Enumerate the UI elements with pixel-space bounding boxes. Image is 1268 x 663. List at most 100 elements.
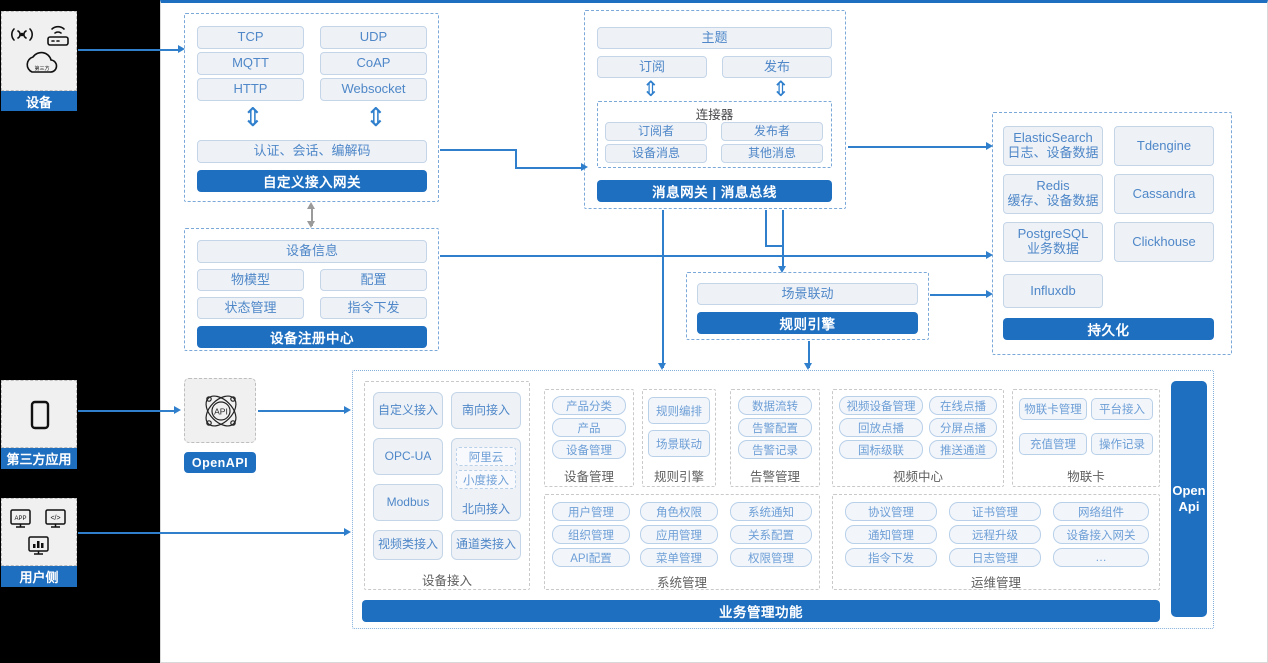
connector-device-message[interactable]: 设备消息	[605, 144, 707, 163]
access-modbus[interactable]: Modbus	[373, 484, 443, 521]
dm-device-mgmt[interactable]: 设备管理	[552, 440, 626, 459]
access-custom[interactable]: 自定义接入	[373, 392, 443, 429]
rule-engine-title-bar[interactable]: 规则引擎	[697, 312, 918, 334]
om-network-component-label: 网络组件	[1078, 506, 1124, 519]
protocol-udp[interactable]: UDP	[320, 26, 427, 49]
re-rule-orchestration[interactable]: 规则编排	[648, 397, 710, 424]
al-alarm-record[interactable]: 告警记录	[738, 440, 812, 459]
vc-playback[interactable]: 回放点播	[839, 418, 923, 437]
topic-box[interactable]: 主题	[597, 27, 832, 49]
device-registry-title-bar[interactable]: 设备注册中心	[197, 326, 427, 348]
connector-other-message[interactable]: 其他消息	[721, 144, 823, 163]
al-data-flow[interactable]: 数据流转	[738, 396, 812, 415]
vc-video-device-mgmt[interactable]: 视频设备管理	[839, 396, 923, 415]
om-more[interactable]: …	[1053, 548, 1149, 567]
om-remote-upgrade[interactable]: 远程升级	[949, 525, 1041, 544]
publish-box[interactable]: 发布	[722, 56, 832, 78]
subscribe-box[interactable]: 订阅	[597, 56, 707, 78]
connector-other-message-label: 其他消息	[747, 145, 796, 160]
command-dispatch-box[interactable]: 指令下发	[320, 297, 427, 319]
ic-card-mgmt[interactable]: 物联卡管理	[1019, 398, 1087, 420]
om-notice-mgmt[interactable]: 通知管理	[845, 525, 937, 544]
sm-role-permission-label: 角色权限	[656, 506, 702, 519]
al-alarm-config[interactable]: 告警配置	[738, 418, 812, 437]
dm-product-category[interactable]: 产品分类	[552, 396, 626, 415]
re-scene-linkage[interactable]: 场景联动	[648, 430, 710, 457]
state-mgmt-box[interactable]: 状态管理	[197, 297, 304, 319]
sm-system-notice[interactable]: 系统通知	[730, 502, 812, 521]
device-info-label: 设备信息	[285, 243, 338, 259]
connector-subscriber[interactable]: 订阅者	[605, 122, 707, 141]
access-channel-label: 通道类接入	[455, 537, 516, 552]
ic-recharge-mgmt[interactable]: 充值管理	[1019, 433, 1087, 455]
store-clickhouse[interactable]: Clickhouse	[1114, 222, 1214, 262]
om-network-component[interactable]: 网络组件	[1053, 502, 1149, 521]
al-alarm-record-label: 告警记录	[752, 444, 798, 457]
connector-title-label: 连接器	[695, 108, 734, 122]
openapi-label-bar[interactable]: OpenAPI	[184, 452, 256, 473]
connector-publisher[interactable]: 发布者	[721, 122, 823, 141]
device-info-box[interactable]: 设备信息	[197, 240, 427, 263]
group-system-mgmt-caption-label: 系统管理	[656, 576, 707, 590]
connector-gw-bus-v	[515, 149, 517, 168]
access-aliyun[interactable]: 阿里云	[456, 447, 516, 466]
sm-relation-config[interactable]: 关系配置	[730, 525, 812, 544]
om-command-dispatch[interactable]: 指令下发	[845, 548, 937, 567]
connector-rule-to-persist-arrow	[986, 290, 993, 298]
sm-org-mgmt[interactable]: 组织管理	[552, 525, 630, 544]
sm-role-permission[interactable]: 角色权限	[640, 502, 718, 521]
access-channel[interactable]: 通道类接入	[451, 530, 521, 560]
om-log-mgmt[interactable]: 日志管理	[949, 548, 1041, 567]
store-tdengine[interactable]: Tdengine	[1114, 126, 1214, 166]
connector-rule-to-business-arrow	[804, 363, 812, 370]
sm-api-config[interactable]: API配置	[552, 548, 630, 567]
openapi-vertical-bar[interactable]: Open Api	[1171, 381, 1207, 617]
sm-user-mgmt[interactable]: 用户管理	[552, 502, 630, 521]
access-xiaodu[interactable]: 小度接入	[456, 470, 516, 489]
store-cassandra[interactable]: Cassandra	[1114, 174, 1214, 214]
access-opcua[interactable]: OPC-UA	[373, 438, 443, 475]
scene-linkage-box[interactable]: 场景联动	[697, 283, 918, 305]
connector-gw-bus-h1	[440, 149, 516, 151]
device-access-caption: 设备接入	[364, 570, 530, 589]
dm-product[interactable]: 产品	[552, 418, 626, 437]
group-alarm-mgmt	[730, 389, 820, 487]
ic-platform-access[interactable]: 平台接入	[1091, 398, 1153, 420]
vc-push-channel[interactable]: 推送通道	[929, 440, 997, 459]
svg-text:</>: </>	[50, 515, 60, 522]
group-video-center-caption-label: 视频中心	[892, 470, 943, 484]
access-southbound-label: 南向接入	[461, 402, 510, 417]
connector-gw-registry-up	[307, 202, 315, 209]
thing-model-label: 物模型	[230, 271, 270, 287]
message-bus-title-bar[interactable]: 消息网关 | 消息总线	[597, 180, 832, 202]
ic-operation-record[interactable]: 操作记录	[1091, 433, 1153, 455]
protocol-coap[interactable]: CoAP	[320, 52, 427, 75]
gateway-group	[184, 13, 439, 202]
bus-left-double-arrow-icon: ⇕	[642, 77, 660, 101]
access-southbound[interactable]: 南向接入	[451, 392, 521, 429]
vc-split-screen[interactable]: 分屏点播	[929, 418, 997, 437]
config-box[interactable]: 配置	[320, 269, 427, 291]
protocol-mqtt[interactable]: MQTT	[197, 52, 304, 75]
om-cert-mgmt[interactable]: 证书管理	[949, 502, 1041, 521]
sm-permission-mgmt[interactable]: 权限管理	[730, 548, 812, 567]
store-influxdb[interactable]: Influxdb	[1003, 274, 1103, 308]
protocol-websocket[interactable]: Websocket	[320, 78, 427, 101]
access-video[interactable]: 视频类接入	[373, 530, 443, 560]
om-protocol-mgmt[interactable]: 协议管理	[845, 502, 937, 521]
vc-online-play[interactable]: 在线点播	[929, 396, 997, 415]
protocol-tcp[interactable]: TCP	[197, 26, 304, 49]
protocol-http[interactable]: HTTP	[197, 78, 304, 101]
thing-model-box[interactable]: 物模型	[197, 269, 304, 291]
sm-app-mgmt[interactable]: 应用管理	[640, 525, 718, 544]
gateway-title-bar[interactable]: 自定义接入网关	[197, 170, 427, 192]
gateway-middle-box[interactable]: 认证、会话、编解码	[197, 140, 427, 163]
business-bottom-bar[interactable]: 业务管理功能	[362, 600, 1160, 622]
om-device-gateway[interactable]: 设备接入网关	[1053, 525, 1149, 544]
persistence-title-bar[interactable]: 持久化	[1003, 318, 1214, 340]
vc-gb-cascade[interactable]: 国标级联	[839, 440, 923, 459]
sm-menu-mgmt[interactable]: 菜单管理	[640, 548, 718, 567]
